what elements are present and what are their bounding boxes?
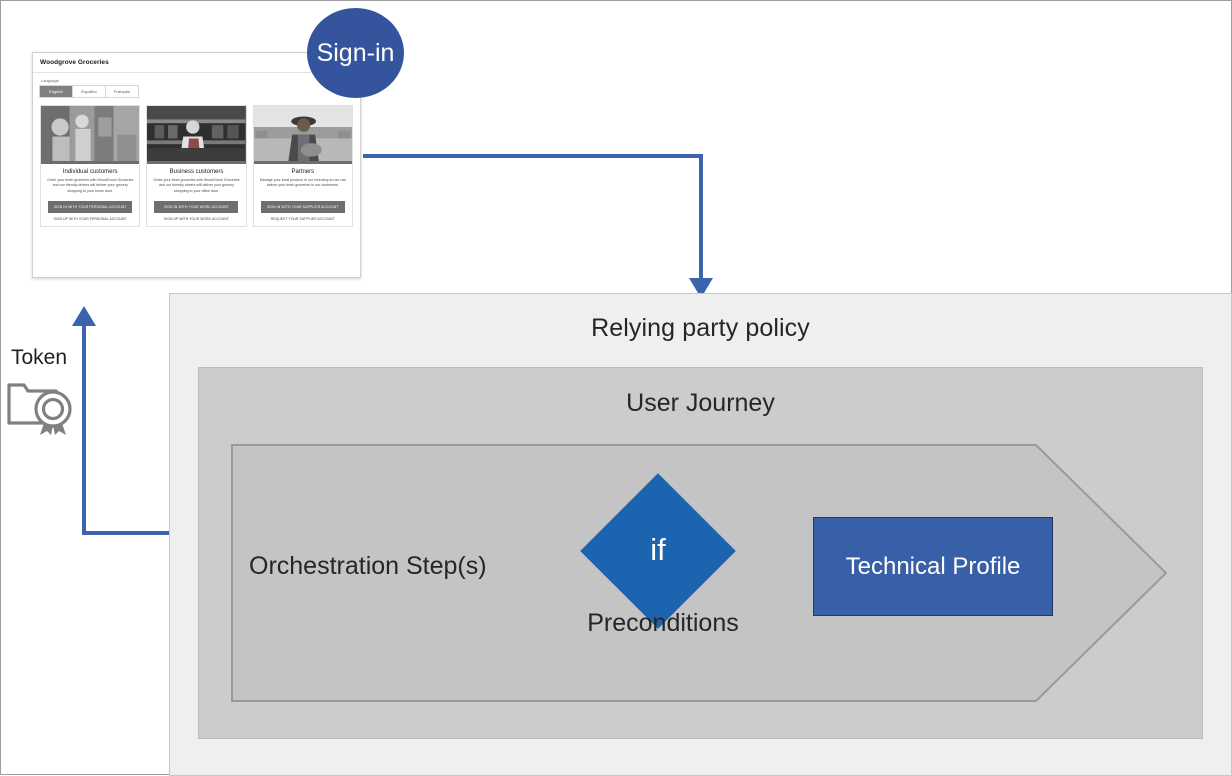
language-label: Language bbox=[41, 78, 59, 83]
card-business-customers: Business customers Order your fresh groc… bbox=[146, 104, 247, 227]
browser-titlebar: Woodgrove Groceries bbox=[33, 53, 360, 73]
sign-in-work-account-button[interactable]: SIGN IN WITH YOUR WORK ACCOUNT bbox=[154, 200, 239, 213]
if-decision-diamond: if bbox=[580, 473, 736, 629]
sign-in-personal-account-button[interactable]: SIGN IN WITH YOUR PERSONAL ACCOUNT bbox=[48, 200, 133, 213]
technical-profile-label: Technical Profile bbox=[845, 552, 1021, 580]
language-option-english[interactable]: English bbox=[40, 85, 73, 97]
certificate-token-icon bbox=[6, 373, 78, 435]
card-partners: Partners Manage your local produce in ou… bbox=[252, 104, 353, 227]
card-individual-customers: Individual customers Order your fresh gr… bbox=[40, 104, 141, 227]
card-title: Business customers bbox=[169, 168, 224, 175]
card-title: Partners bbox=[291, 168, 315, 175]
browser-title: Woodgrove Groceries bbox=[40, 59, 109, 66]
card-description: Order your fresh groceries with WoodGrov… bbox=[153, 177, 240, 193]
user-journey-title: User Journey bbox=[626, 389, 775, 417]
arrow-policy-to-token bbox=[72, 306, 169, 535]
preconditions-label: Preconditions bbox=[587, 609, 739, 637]
arrow-signin-to-policy bbox=[363, 154, 713, 298]
sign-in-bubble: Sign-in bbox=[307, 8, 404, 98]
if-label: if bbox=[650, 531, 666, 567]
sign-up-work-account-link[interactable]: SIGN UP WITH YOUR WORK ACCOUNT bbox=[163, 216, 229, 221]
shoppers-in-store-photo bbox=[41, 105, 140, 164]
sign-in-label: Sign-in bbox=[316, 38, 395, 67]
language-selector[interactable]: English Español Français bbox=[39, 84, 139, 98]
sign-in-supplier-account-button[interactable]: SIGN IN WITH YOUR SUPPLIER ACCOUNT bbox=[260, 200, 345, 213]
orchestration-steps-label: Orchestration Step(s) bbox=[249, 552, 487, 580]
card-description: Manage your local produce in our invento… bbox=[259, 177, 346, 188]
account-cards: Individual customers Order your fresh gr… bbox=[39, 104, 354, 227]
technical-profile-box: Technical Profile bbox=[813, 517, 1053, 616]
browser-content: Language English Español Français bbox=[33, 73, 360, 227]
language-option-espanol[interactable]: Español bbox=[73, 85, 106, 97]
woodgrove-browser-window: Woodgrove Groceries Language English Esp… bbox=[32, 52, 361, 278]
relying-party-policy-title: Relying party policy bbox=[591, 314, 810, 342]
card-title: Individual customers bbox=[62, 168, 118, 175]
request-supplier-account-link[interactable]: REQUEST YOUR SUPPLIER ACCOUNT bbox=[270, 216, 335, 221]
farmer-with-produce-photo bbox=[253, 105, 352, 164]
language-option-francais[interactable]: Français bbox=[106, 85, 138, 97]
sign-up-personal-account-link[interactable]: SIGN UP WITH YOUR PERSONAL ACCOUNT bbox=[53, 216, 127, 221]
card-description: Order your fresh groceries with WoodGrov… bbox=[47, 177, 134, 193]
token-label: Token bbox=[11, 346, 68, 369]
store-employee-photo bbox=[147, 105, 246, 164]
